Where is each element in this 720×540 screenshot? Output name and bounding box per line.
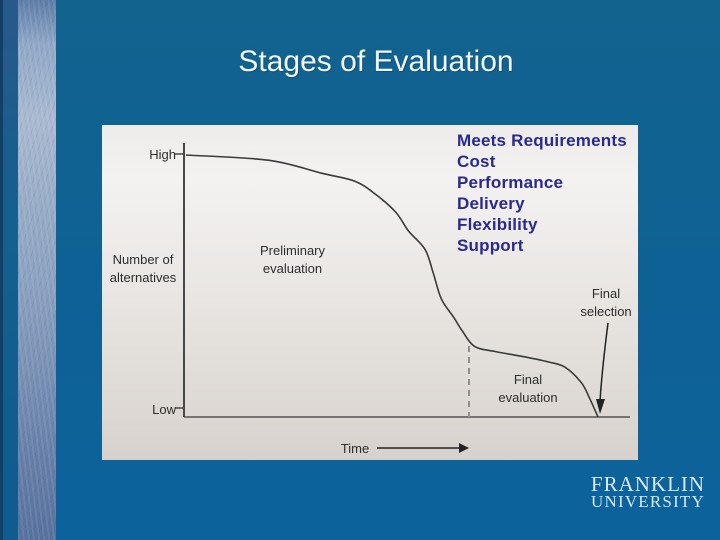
selection-arrowhead	[596, 399, 605, 414]
annotation-final-selection: Final selection	[580, 286, 632, 319]
criteria-item: Flexibility	[457, 215, 538, 234]
slide-title: Stages of Evaluation	[238, 45, 514, 78]
time-arrowhead	[459, 443, 469, 453]
logo-word-franklin: FRANKLIN	[590, 472, 706, 496]
selection-arrow	[599, 322, 609, 402]
criteria-item: Cost	[457, 152, 496, 171]
criteria-item: Support	[457, 236, 524, 255]
franklin-university-logo: FRANKLIN UNIVERSITY	[588, 472, 708, 511]
chart-canvas	[175, 143, 630, 453]
criteria-item: Meets Requirements	[457, 131, 627, 150]
y-tick-label-high: High	[149, 147, 176, 162]
annotation-preliminary-evaluation: Preliminary evaluation	[259, 243, 325, 276]
left-edge-stripe	[0, 0, 18, 540]
chart-figure: High Low Number of alternatives Prelimin…	[102, 125, 638, 460]
left-accent-bar	[18, 0, 56, 540]
alternatives-curve	[185, 154, 599, 418]
criteria-list: Meets Requirements Cost Performance Deli…	[457, 130, 627, 256]
criteria-item: Performance	[457, 173, 564, 192]
annotation-final-evaluation: Final evaluation	[498, 372, 558, 405]
y-axis-title: Number of alternatives	[109, 252, 177, 285]
x-axis-title: Time	[340, 441, 370, 456]
criteria-item: Delivery	[457, 194, 525, 213]
y-tick-label-low: Low	[152, 402, 176, 417]
logo-word-university: UNIVERSITY	[591, 492, 705, 511]
